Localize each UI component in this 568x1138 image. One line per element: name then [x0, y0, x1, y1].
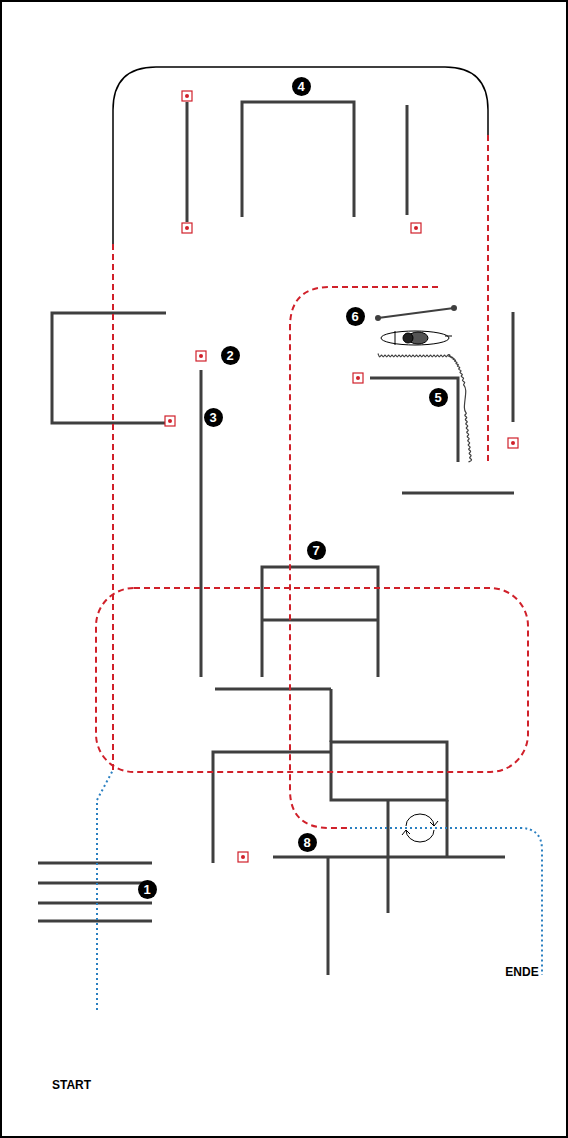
callout-number: 6 [346, 307, 365, 326]
callout-number: 1 [138, 880, 157, 899]
callout-number: 4 [292, 77, 311, 96]
callout-number: 2 [221, 346, 240, 365]
pole-rail [375, 305, 457, 321]
callout-number: 8 [298, 833, 317, 852]
entry-exit-path [97, 770, 542, 1010]
callout-number: 7 [307, 541, 326, 560]
arch [113, 67, 488, 244]
markers [165, 91, 518, 862]
rope [378, 354, 472, 463]
course-label: START [52, 1078, 91, 1092]
motorcycle-figure [381, 331, 452, 345]
track-path [96, 135, 528, 828]
course-label: ENDE [505, 965, 538, 979]
obstacles [38, 102, 514, 975]
turn-symbol [402, 814, 438, 842]
callout-number: 3 [204, 408, 223, 427]
callout-number: 5 [429, 388, 448, 407]
